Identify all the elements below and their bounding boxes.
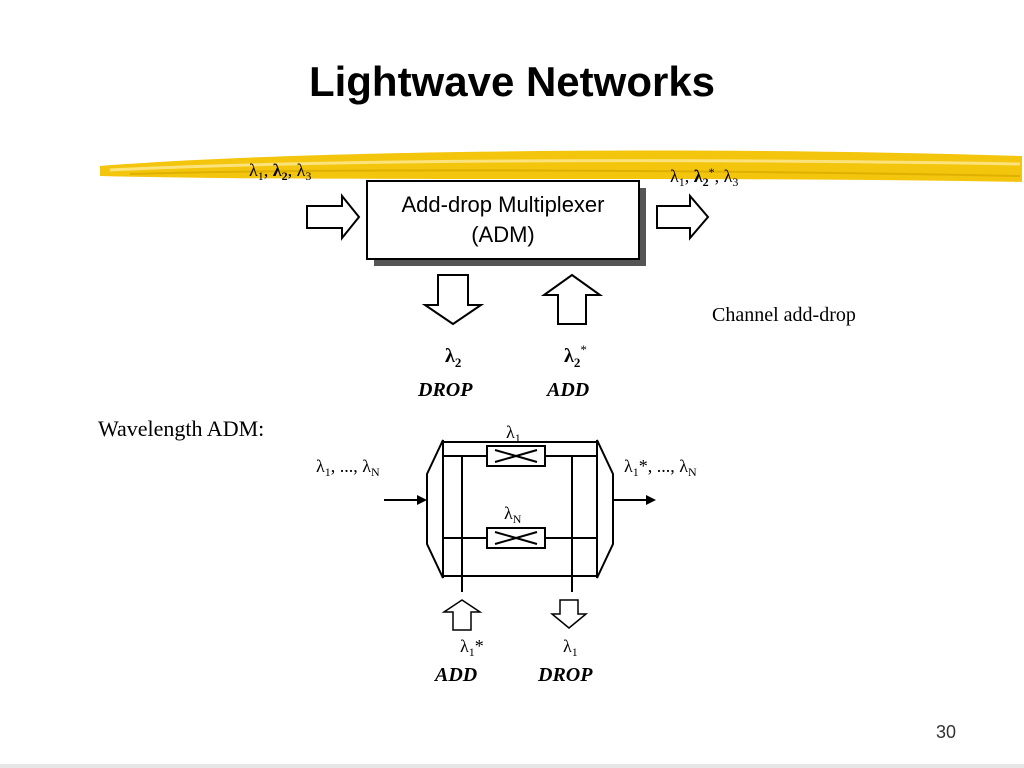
- highlight-stripe: [100, 150, 1022, 182]
- page-number: 30: [935, 722, 956, 742]
- wadm-drop-text: DROP: [537, 664, 593, 686]
- adm-box-line1: Add-drop Multiplexer: [402, 192, 605, 217]
- adm-output-label: λ1, λ2*, λ3: [670, 165, 738, 189]
- wadm-mux: [596, 439, 614, 579]
- wadm-switch-1: [486, 445, 546, 467]
- wadm-switchn-label: λN: [504, 503, 522, 526]
- wadm-drop-arrow: [549, 599, 589, 629]
- adm-input-label: λ1, λ2, λ3: [249, 160, 311, 183]
- adm-input-arrow: [306, 193, 361, 241]
- wadm-switch-n: [486, 527, 546, 549]
- wadm-input-arrowhead: [417, 495, 427, 505]
- wadm-add-lambda: λ1*: [460, 636, 484, 659]
- wadm-switch1-label: λ1: [506, 422, 521, 445]
- wadm-output-arrowhead: [646, 495, 656, 505]
- adm-caption: Channel add-drop: [712, 304, 856, 326]
- slide-title: Lightwave Networks: [308, 58, 716, 105]
- adm-box: [366, 180, 640, 260]
- wadm-add-arrow: [441, 599, 483, 631]
- wadm-diagram: [384, 439, 652, 592]
- wadm-demux: [426, 439, 444, 579]
- adm-drop-arrow: [421, 274, 485, 326]
- wadm-drop-lambda: λ1: [563, 636, 578, 659]
- adm-add-arrow: [540, 273, 604, 325]
- adm-drop-text: DROP: [417, 379, 473, 401]
- adm-box-line2: (ADM): [471, 222, 535, 247]
- adm-drop-lambda: λ2: [445, 345, 461, 370]
- adm-output-arrow: [656, 193, 710, 241]
- bottom-bar: [0, 764, 1024, 768]
- wadm-add-text: ADD: [433, 664, 477, 686]
- wadm-heading: Wavelength ADM:: [98, 416, 264, 441]
- wadm-input-label: λ1, ..., λN: [316, 456, 380, 479]
- wadm-output-label: λ1*, ..., λN: [624, 456, 697, 479]
- adm-add-text: ADD: [545, 379, 589, 401]
- adm-add-lambda: λ2*: [564, 342, 587, 370]
